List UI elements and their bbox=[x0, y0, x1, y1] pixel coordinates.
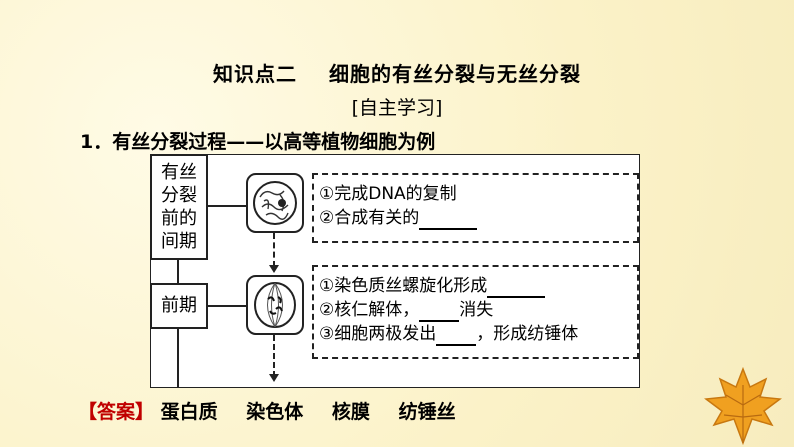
interphase-cell-icon bbox=[246, 173, 304, 233]
answer-tag: 【答案】 bbox=[78, 401, 155, 423]
answer-blank bbox=[487, 278, 546, 298]
stage-connector-line-lower bbox=[177, 329, 179, 388]
interphase-note-2: ②合成有关的 bbox=[319, 206, 637, 230]
maple-leaf-icon bbox=[704, 366, 782, 445]
answer-item: 蛋白质 bbox=[160, 401, 218, 423]
page-title: 知识点二 细胞的有丝分裂与无丝分裂 bbox=[0, 58, 794, 87]
interphase-note-2-text: ②合成有关的 bbox=[319, 208, 420, 228]
stage-prophase-box: 前期 bbox=[150, 283, 208, 329]
section-subtitle: [自主学习] bbox=[351, 97, 443, 119]
arrow-interphase-to-prophase bbox=[273, 233, 275, 267]
prophase-note-2: ②核仁解体， 消失 bbox=[319, 298, 637, 322]
stage-interphase-box: 有丝分裂前的间期 bbox=[150, 154, 208, 260]
arrowhead-1 bbox=[269, 265, 279, 273]
answer-item: 核膜 bbox=[331, 401, 370, 423]
stage-interphase-label: 有丝分裂前的间期 bbox=[161, 162, 197, 252]
answer-blank bbox=[419, 302, 460, 322]
answer-blank bbox=[419, 210, 478, 230]
interphase-note-1: ①完成DNA的复制 bbox=[319, 184, 457, 204]
prophase-note-2b: 消失 bbox=[459, 300, 494, 320]
title-part1: 知识点二 bbox=[213, 62, 297, 86]
section-heading: 1．有丝分裂过程——以高等植物细胞为例 bbox=[80, 131, 436, 153]
answer-line: 【答案】 蛋白质 染色体 核膜 纺锤丝 bbox=[78, 397, 478, 424]
prophase-note-3: ③细胞两极发出 ，形成纺锤体 bbox=[319, 322, 637, 346]
prophase-note-2a: ②核仁解体， bbox=[319, 300, 420, 320]
interphase-notes: ①完成DNA的复制 ②合成有关的 bbox=[312, 173, 639, 243]
prophase-note-1: ①染色质丝螺旋化形成 bbox=[319, 274, 637, 298]
title-part2: 细胞的有丝分裂与无丝分裂 bbox=[329, 62, 581, 86]
prophase-cell-icon bbox=[246, 275, 304, 335]
prophase-note-3a: ③细胞两极发出 bbox=[319, 324, 437, 344]
arrow-prophase-next bbox=[273, 335, 275, 377]
stage-prophase-label: 前期 bbox=[161, 295, 197, 316]
prophase-note-3b: ，形成纺锤体 bbox=[476, 324, 579, 344]
prophase-note-1-text: ①染色质丝螺旋化形成 bbox=[319, 276, 488, 296]
answer-item: 纺锤丝 bbox=[398, 401, 456, 423]
prophase-notes: ①染色质丝螺旋化形成 ②核仁解体， 消失 ③细胞两极发出 ，形成纺锤体 bbox=[312, 265, 639, 359]
answer-item: 染色体 bbox=[246, 401, 304, 423]
answer-blank bbox=[436, 326, 477, 346]
connector-prophase bbox=[208, 305, 246, 307]
arrowhead-2 bbox=[269, 374, 279, 382]
connector-interphase bbox=[208, 205, 246, 207]
